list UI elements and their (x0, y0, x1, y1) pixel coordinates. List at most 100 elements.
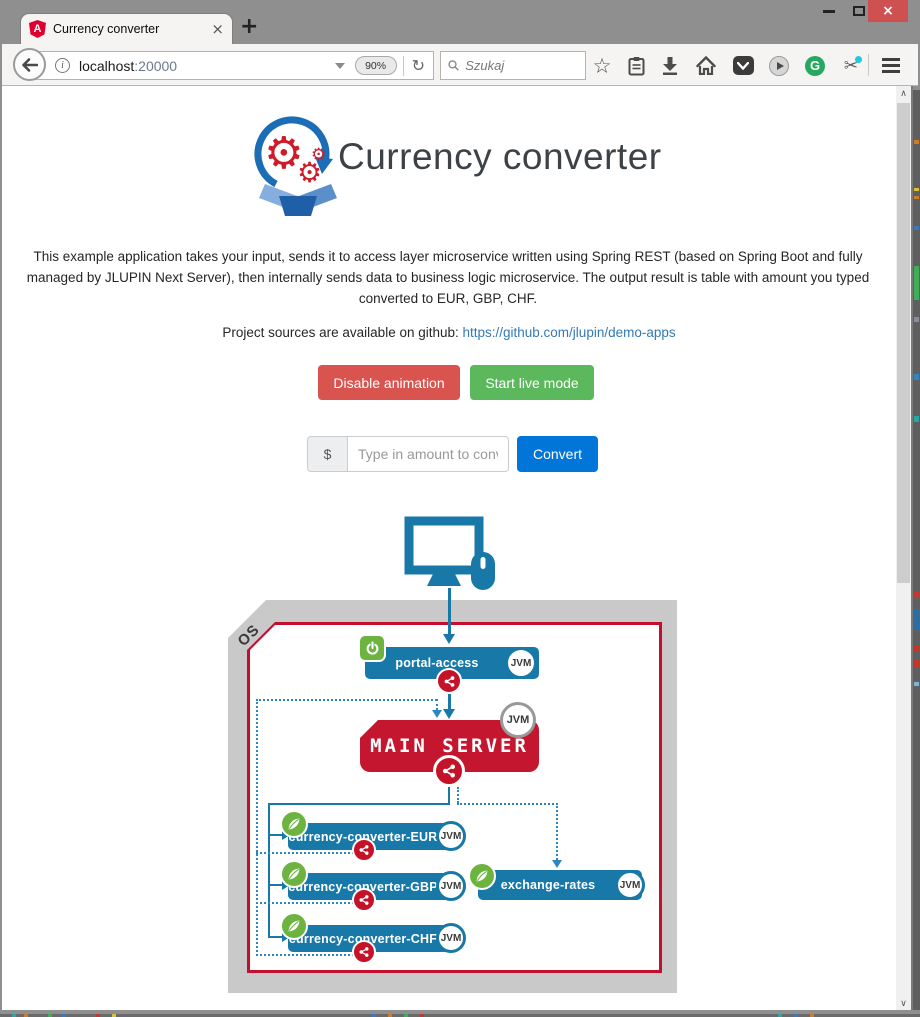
diagram-node-currency-converter-chf: currency-converter-CHF (288, 925, 460, 952)
response-bus-vertical-dotted (256, 699, 258, 956)
node-label-chf: currency-converter-CHF (288, 931, 438, 946)
node-label-gbp: currency-converter-GBP (288, 879, 438, 894)
spring-leaf-icon-gbp (280, 860, 308, 888)
jvm-badge-gbp: JVM (436, 871, 466, 901)
response-to-main-dotted (256, 699, 437, 701)
screenshot-tool-icon[interactable]: ✂ (836, 51, 866, 80)
main-to-rates-arrow (552, 860, 562, 868)
start-live-mode-button[interactable]: Start live mode (470, 365, 594, 400)
downloads-icon[interactable] (655, 51, 685, 80)
play-badge (769, 55, 789, 76)
reload-button[interactable]: ↻ (411, 55, 425, 75)
new-tab-button[interactable]: + (240, 14, 259, 39)
share-icon-gbp (352, 888, 376, 912)
download-arrow-glyph (663, 57, 677, 75)
maximize-icon (853, 6, 865, 16)
convert-button[interactable]: Convert (517, 436, 598, 472)
tab-title: Currency converter (53, 22, 160, 36)
scrollbar-thumb[interactable] (897, 103, 910, 583)
currency-prefix-addon: $ (307, 436, 347, 472)
svg-text:⚙: ⚙ (297, 156, 322, 189)
branch-gbp-line (268, 884, 284, 886)
url-host: localhost (79, 57, 135, 74)
grammarly-badge: G (805, 55, 825, 76)
client-monitor-icon (404, 516, 495, 590)
search-icon (448, 60, 459, 71)
branch-eur-line (268, 834, 284, 836)
background-window-strip (913, 90, 920, 1012)
share-icon-portal (436, 668, 462, 694)
jvm-badge-main: JVM (500, 702, 536, 738)
tab-close-icon[interactable]: × (211, 20, 224, 38)
url-bar[interactable]: i localhost:20000 90% ↻ (36, 51, 434, 80)
url-text: localhost:20000 (79, 58, 177, 74)
main-to-rates-dotted-h (457, 803, 558, 805)
client-to-portal-arrow (443, 634, 455, 644)
main-share-down-line (448, 787, 450, 803)
play-triangle-glyph (776, 61, 784, 70)
window-bottom-border (0, 1010, 920, 1014)
main-branch-vertical-line (268, 803, 270, 937)
angular-favicon-icon: A (29, 20, 46, 38)
url-dropdown-icon[interactable] (334, 62, 345, 69)
urlbar-divider (402, 55, 404, 76)
url-port: :20000 (134, 57, 178, 74)
close-window-button[interactable]: × (868, 0, 908, 22)
vertical-scrollbar[interactable]: ∧ ∨ (896, 86, 911, 1012)
zoom-level-badge[interactable]: 90% (354, 56, 397, 75)
jvm-badge-rates: JVM (615, 870, 645, 900)
toolbar-divider (868, 54, 869, 76)
page-title: Currency converter (338, 136, 662, 177)
branch-chf-line (268, 936, 284, 938)
menu-button[interactable] (876, 51, 906, 80)
browser-tab[interactable]: A Currency converter × (20, 13, 233, 44)
back-arrow-icon (22, 57, 38, 72)
sources-line: Project sources are available on github:… (2, 325, 896, 340)
jlupin-logo: ⚙ ⚙ ⚙ (254, 116, 337, 216)
pocket-icon[interactable] (728, 51, 758, 80)
back-button[interactable] (13, 48, 46, 81)
main-to-rates-dotted-v1 (457, 787, 459, 803)
jvm-badge-eur: JVM (436, 821, 466, 851)
scroll-down-arrow[interactable]: ∨ (900, 999, 907, 1009)
page-content: ⚙ ⚙ ⚙ Currency converter This example ap… (2, 86, 896, 1012)
search-bar[interactable] (440, 51, 586, 80)
reading-list-icon[interactable] (621, 51, 651, 80)
client-to-portal-line (448, 588, 451, 634)
node-label-eur: currency-converter-EUR (288, 829, 438, 844)
chf-response-dotted (256, 954, 358, 956)
app-description: This example application takes your inpu… (26, 249, 870, 306)
jvm-badge-portal: JVM (505, 647, 537, 679)
navigation-toolbar: i localhost:20000 90% ↻ ☆ (2, 44, 918, 86)
search-input[interactable] (465, 58, 578, 73)
minimize-icon (823, 9, 835, 13)
maximize-button[interactable] (845, 0, 873, 22)
page-info-icon[interactable]: i (55, 58, 70, 73)
response-into-main-arrow (432, 710, 442, 718)
bookmark-star-icon[interactable]: ☆ (592, 53, 612, 78)
minimize-button[interactable] (815, 0, 843, 22)
scroll-up-arrow[interactable]: ∧ (900, 89, 907, 99)
amount-input[interactable] (347, 436, 509, 472)
portal-to-main-arrow (443, 709, 455, 719)
favicon-letter: A (33, 23, 42, 35)
grammarly-icon[interactable]: G (800, 51, 830, 80)
grammarly-letter: G (809, 58, 821, 73)
github-link[interactable]: https://github.com/jlupin/demo-apps (462, 325, 676, 340)
notification-dot (855, 56, 862, 63)
share-icon-eur (352, 838, 376, 862)
gbp-response-dotted (256, 902, 358, 904)
spring-leaf-icon-chf (280, 912, 308, 940)
node-label-main: MAIN SERVER (370, 735, 529, 757)
info-glyph: i (61, 60, 64, 71)
pocket-chevron-glyph (737, 61, 749, 70)
spring-leaf-icon-eur (280, 810, 308, 838)
node-label-rates: exchange-rates (500, 878, 596, 892)
home-icon[interactable] (691, 51, 721, 80)
node-label-portal: portal-access (395, 656, 479, 670)
autoplay-icon[interactable] (764, 51, 794, 80)
share-icon-chf (352, 940, 376, 964)
spring-leaf-icon-rates (468, 862, 496, 890)
disable-animation-button[interactable]: Disable animation (318, 365, 460, 400)
